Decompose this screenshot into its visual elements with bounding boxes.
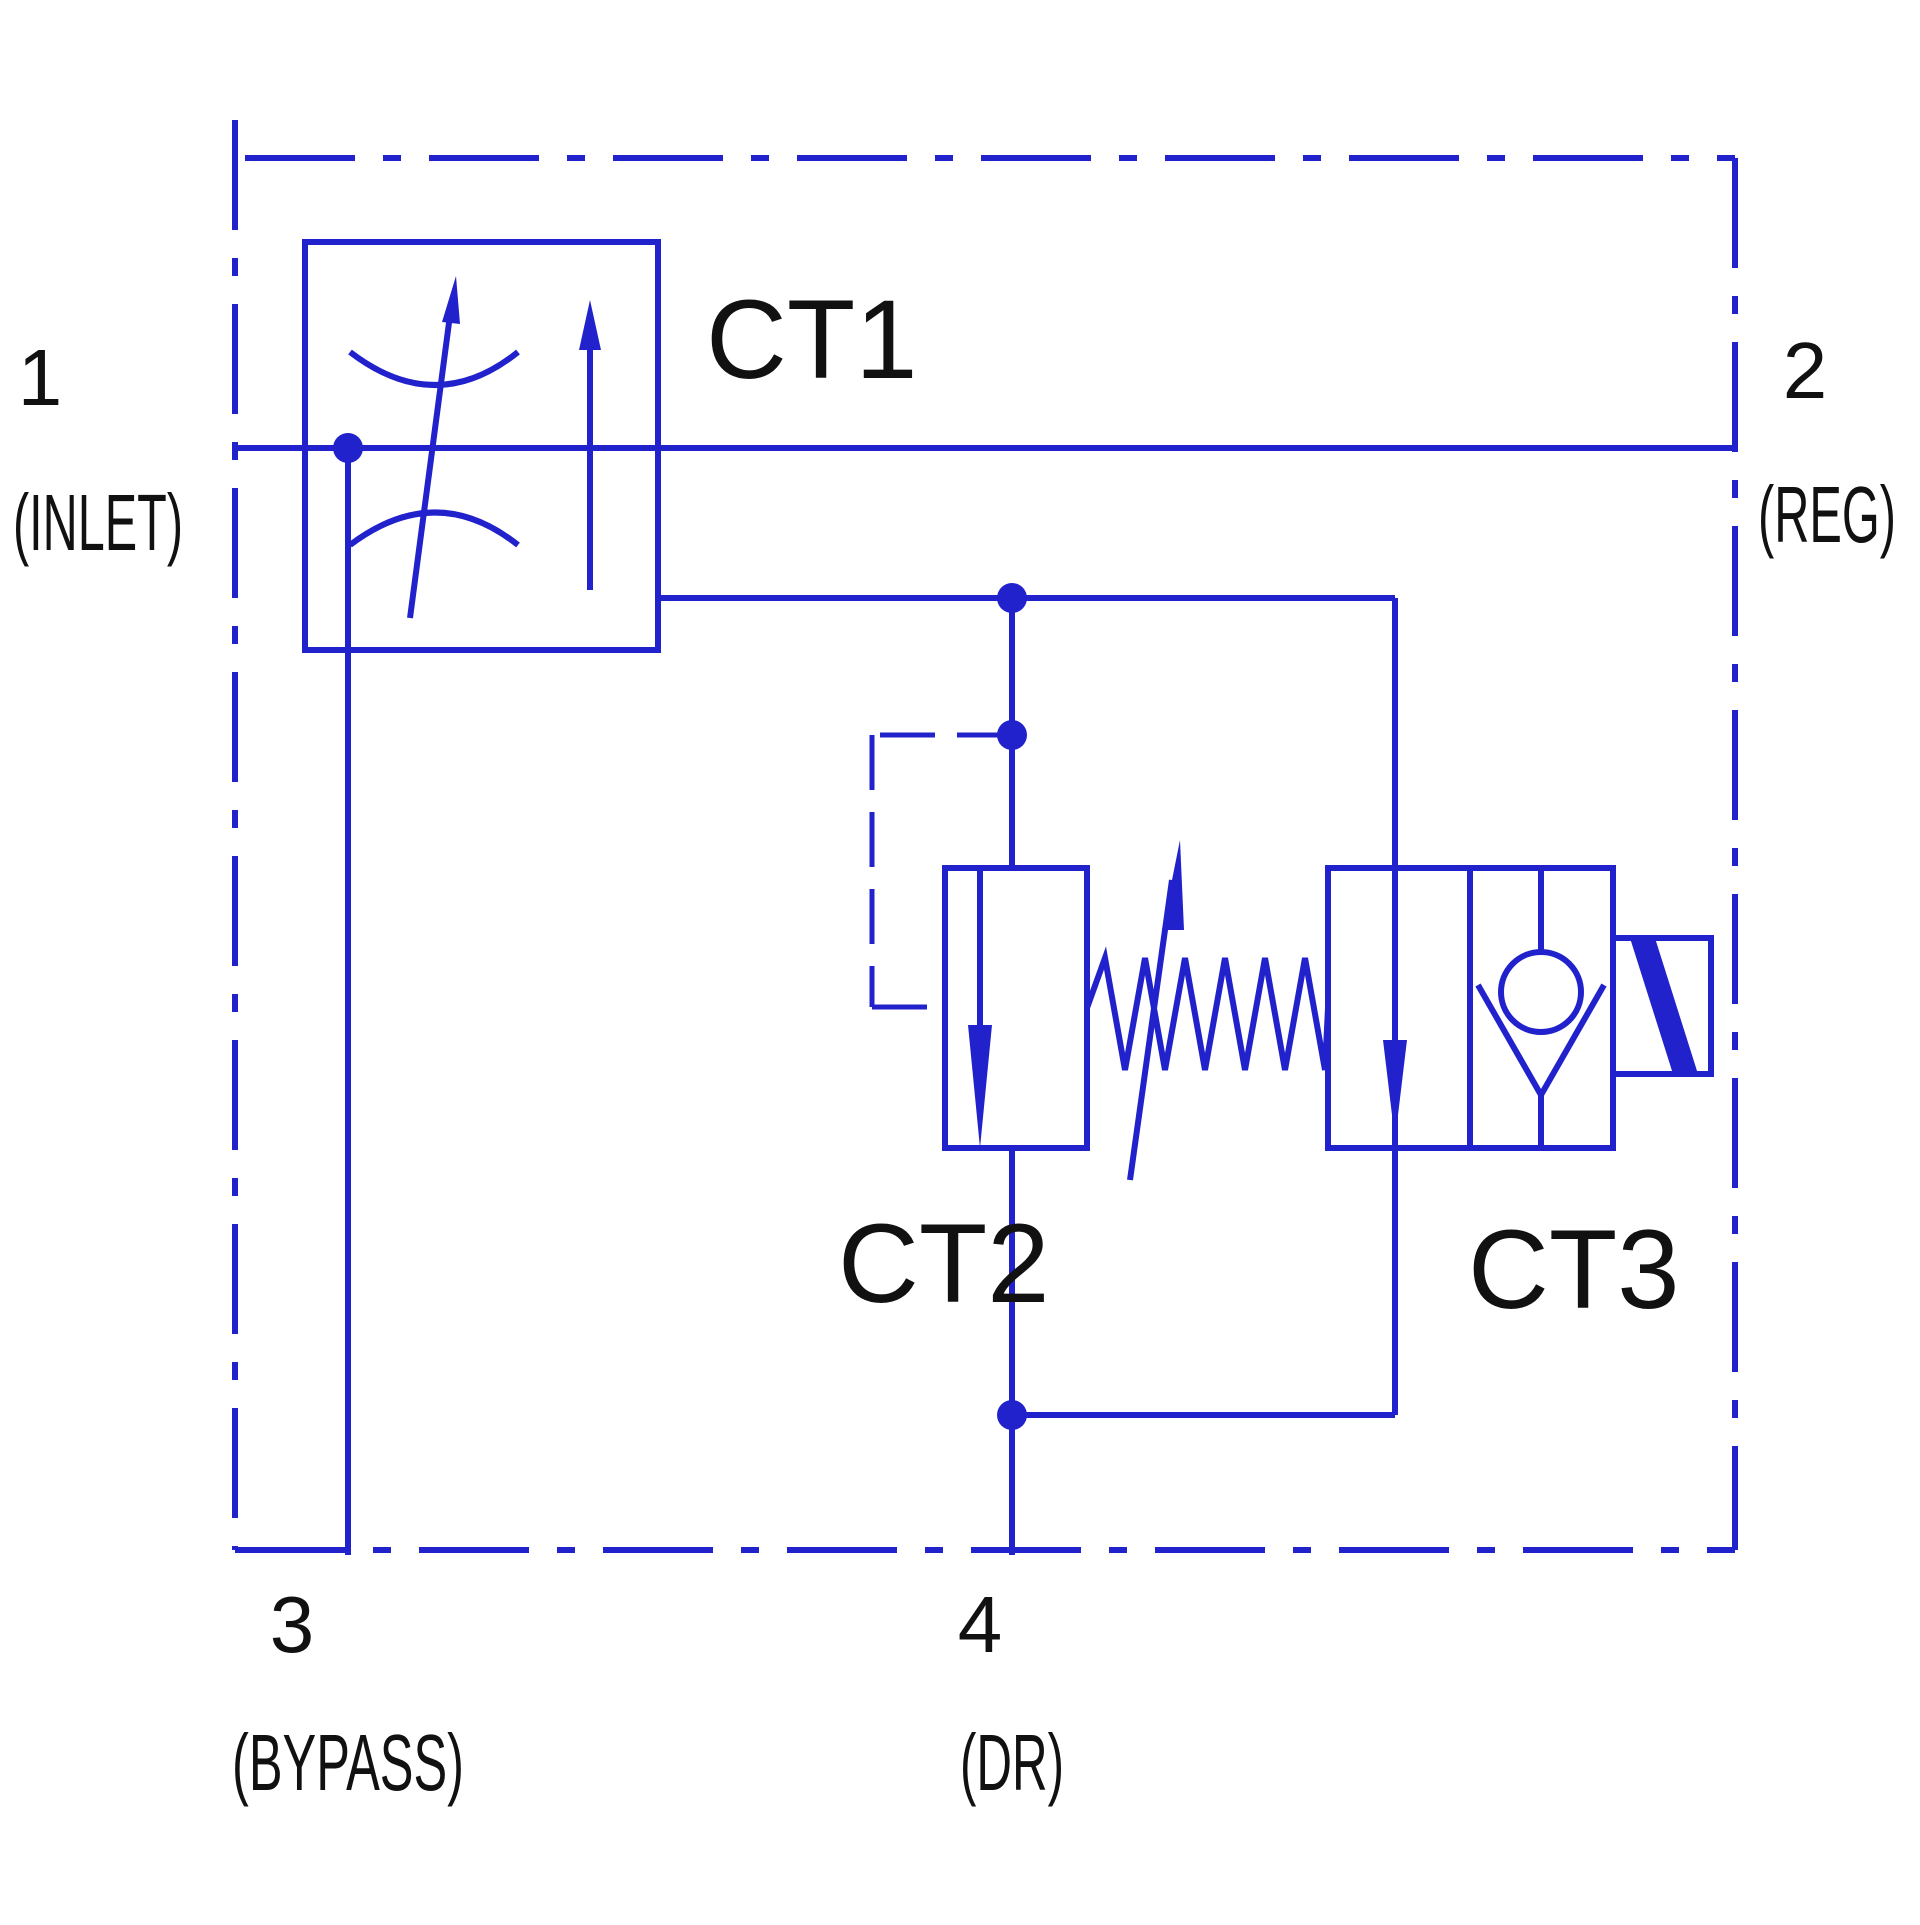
- ct3-solenoid-valve: [1325, 865, 1714, 1151]
- flow-lines: [235, 445, 1735, 1555]
- ct2-label: CT2: [838, 1201, 1050, 1326]
- ct2-flow-arrowhead: [968, 1025, 992, 1148]
- ct3-label: CT3: [1468, 1207, 1680, 1332]
- enclosure-boundary: [232, 120, 1738, 1553]
- ct1-adjust-stroke: [407, 299, 455, 619]
- port-3-name: (BYPASS): [232, 1718, 464, 1807]
- port-3-number: 3: [270, 1580, 315, 1669]
- port-4-name: (DR): [960, 1718, 1064, 1807]
- junction-drain: [997, 1400, 1027, 1430]
- port-4-number: 4: [958, 1580, 1003, 1669]
- ct1-adjust-arrowhead: [442, 276, 460, 324]
- junction-ct1-out: [997, 583, 1027, 613]
- ct1-body: [302, 239, 661, 653]
- junction-dots: [333, 433, 1027, 1430]
- ct1-flow-control: [302, 239, 661, 653]
- adjustable-spring: [1084, 840, 1331, 1181]
- ct2-relief-valve: [942, 865, 1090, 1151]
- ct3-flow-arrowhead: [1383, 1040, 1407, 1140]
- ct3-check-ball: [1498, 949, 1584, 1035]
- ct1-flow-arrowhead: [579, 300, 601, 350]
- port-2-name: (REG): [1758, 470, 1896, 559]
- ct1-label: CT1: [706, 277, 918, 402]
- port-2-number: 2: [1783, 326, 1828, 415]
- junction-pilot: [997, 720, 1027, 750]
- ct3-solenoid-winding: [1630, 938, 1698, 1074]
- spring-coil: [1084, 946, 1331, 1071]
- ct2-body: [942, 865, 1090, 1151]
- spring-adjust-arrowhead: [1162, 840, 1184, 930]
- port-1-name: (INLET): [13, 478, 183, 567]
- ct1-orifice-upper-arc: [348, 349, 520, 388]
- port-1-number: 1: [18, 333, 63, 422]
- ct3-check-seat: [1475, 983, 1607, 1102]
- ct3-solenoid-box: [1610, 935, 1714, 1077]
- ct1-orifice-lower-arc: [348, 509, 520, 548]
- junction-inlet: [333, 433, 363, 463]
